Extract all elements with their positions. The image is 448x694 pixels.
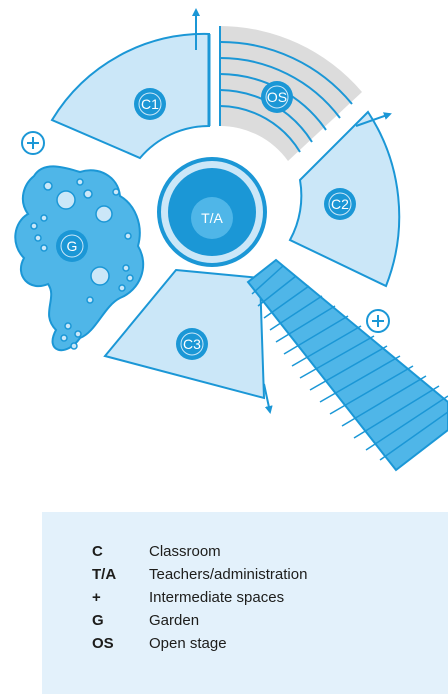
legend-item-classroom: C Classroom: [92, 542, 221, 562]
legend-key: +: [92, 589, 101, 606]
legend-key: C: [92, 543, 103, 560]
classroom-c1-area: [50, 32, 211, 160]
label-c2: C2: [331, 196, 349, 212]
exit-arrows: [192, 8, 392, 414]
legend-label: Intermediate spaces: [149, 589, 285, 606]
label-os: OS: [267, 89, 287, 105]
label-garden: G: [67, 238, 78, 254]
legend-label: Garden: [149, 612, 200, 629]
label-circles: [56, 81, 356, 360]
label-c1: C1: [141, 96, 159, 112]
legend-item-teachers-administration: T/A Teachers/administration: [92, 565, 307, 585]
legend-label: Classroom: [149, 543, 221, 560]
legend-key: OS: [92, 635, 114, 652]
intermediate-space-plus-icon: [366, 309, 390, 333]
hatched-corridor: [246, 258, 448, 472]
legend-item-intermediate-spaces: + Intermediate spaces: [92, 588, 284, 608]
teachers-administration-hub: [157, 157, 267, 267]
legend-key: G: [92, 612, 104, 629]
legend-item-open-stage: OS Open stage: [92, 634, 227, 654]
legend-item-garden: G Garden: [92, 611, 199, 631]
intermediate-space-plus-icon: [21, 131, 45, 155]
label-teachers-administration: T/A: [201, 210, 223, 226]
legend: C Classroom T/A Teachers/administration …: [42, 512, 448, 694]
legend-label: Open stage: [149, 635, 227, 652]
legend-label: Teachers/administration: [149, 566, 308, 583]
arrow-down-icon: [263, 383, 273, 414]
arrow-right-icon: [355, 112, 392, 127]
legend-key: T/A: [92, 566, 117, 583]
label-c3: C3: [183, 336, 201, 352]
